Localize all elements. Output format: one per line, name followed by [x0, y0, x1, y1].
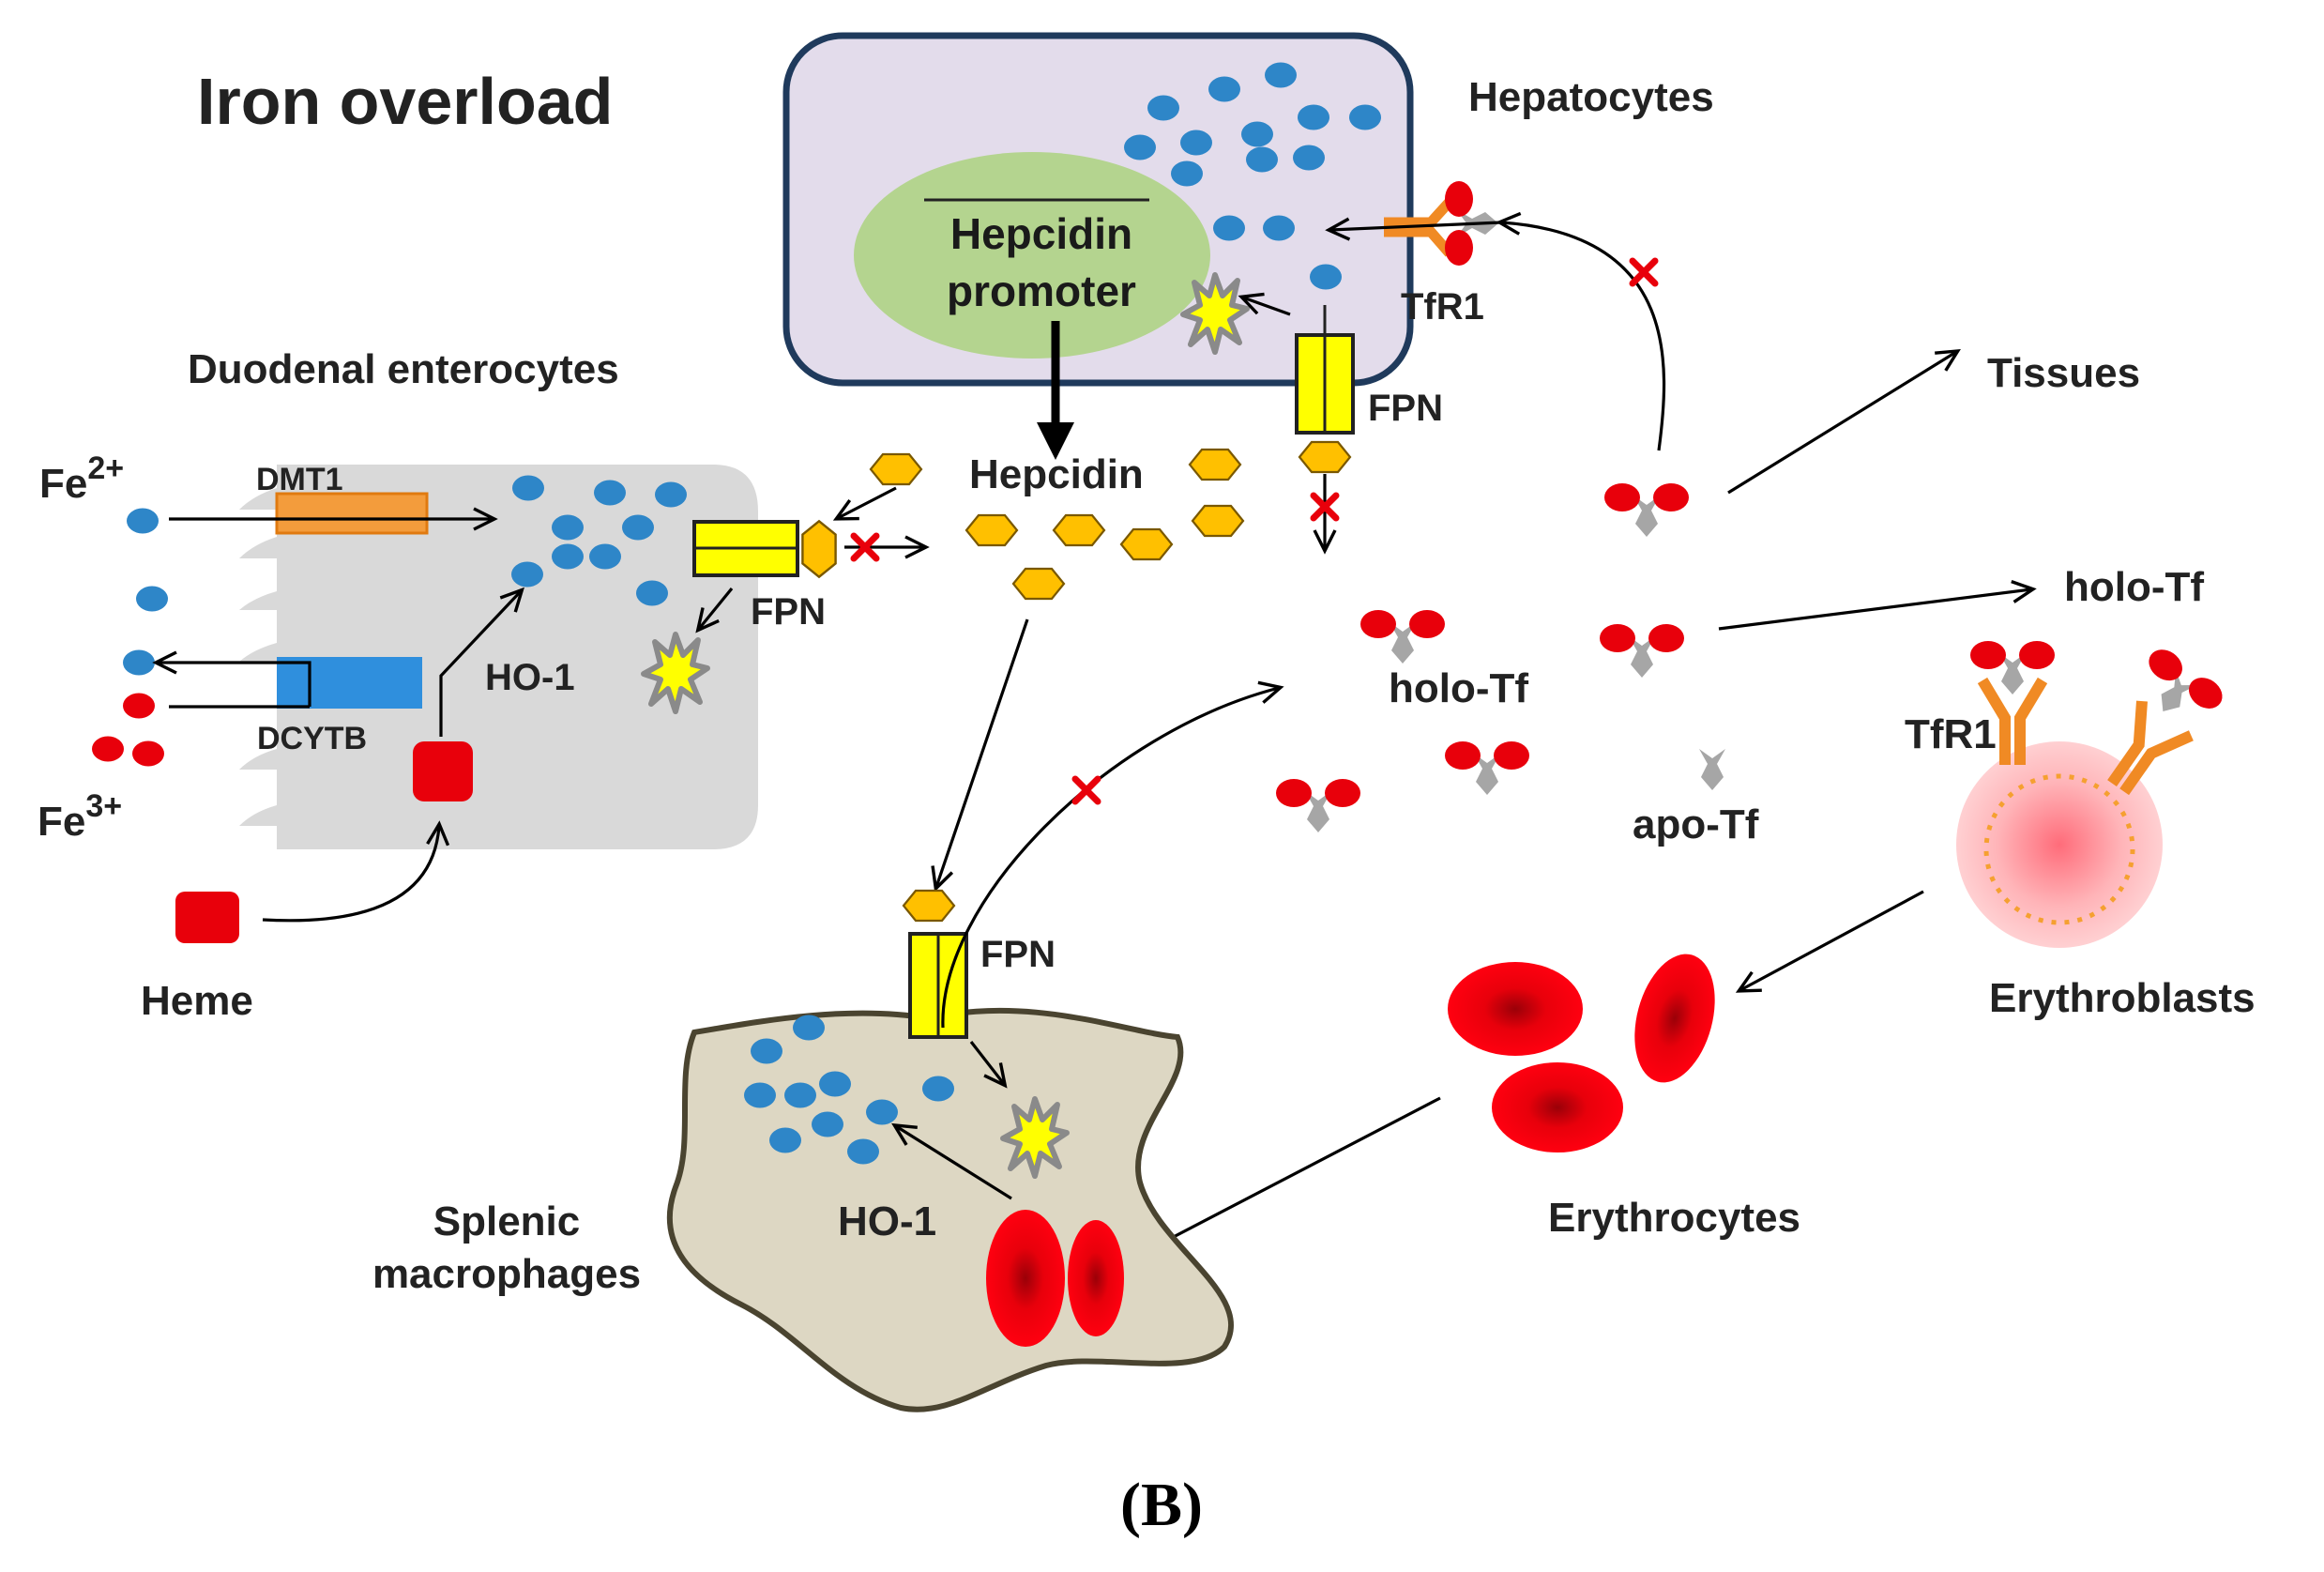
- hepcidin-to-macrophage-arrow: [931, 618, 1029, 893]
- to-holotf-arrow: [1718, 579, 2037, 631]
- hepcidin-promoter: [854, 152, 1210, 359]
- figure-title: Iron overload: [197, 65, 613, 138]
- hepcidin-label: Hepcidin: [969, 451, 1144, 497]
- erythrocyte-cell: [1634, 954, 1715, 1083]
- enterocyte: [239, 465, 758, 849]
- macrophage-cell: [666, 1007, 1234, 1412]
- hep-fpn-degrade-arrow: [1238, 292, 1291, 316]
- enterocyte-heme: [413, 741, 473, 801]
- tfr1-hepatocyte-label: TfR1: [1401, 286, 1484, 328]
- promoter-label-line2: promoter: [947, 267, 1136, 315]
- heme-label: Heme: [141, 978, 253, 1024]
- holo-tf-molecule: [1360, 610, 1445, 664]
- dcytb-reductase: [277, 657, 422, 709]
- dmt1-label: DMT1: [256, 462, 343, 497]
- panel-label: (B): [1120, 1471, 1203, 1539]
- apo-tf-molecule: [1699, 749, 1725, 790]
- holo-tf-molecule: [1276, 779, 1360, 832]
- fe3-ion: [132, 740, 164, 767]
- macrophage-degraded-fpn: [1003, 1099, 1067, 1176]
- holo-tf-center-label: holo-Tf: [1389, 665, 1528, 711]
- holo-tf-molecule: [1600, 624, 1684, 678]
- fpn-macrophage-label: FPN: [980, 934, 1056, 975]
- erythrocyte-cell: [1448, 962, 1583, 1056]
- fe3-ion: [92, 736, 124, 762]
- enterocyte-fpn: [692, 520, 930, 578]
- fpn-enterocyte-label: FPN: [751, 591, 826, 633]
- fe3-label: Fe3+: [38, 788, 122, 845]
- hepatocyte-fpn: [1295, 305, 1355, 555]
- fe2-ion: [136, 586, 168, 612]
- ho1-macrophage-label: HO-1: [838, 1198, 936, 1244]
- block-macrophage-export: [1075, 779, 1098, 801]
- tfr1-to-hepatocyte-iron-arrow: [1325, 217, 1502, 241]
- apo-tf-label: apo-Tf: [1633, 801, 1759, 847]
- tfr1-erythroblast-label: TfR1: [1905, 711, 1997, 757]
- holotf-to-hepatocyte-arrow: [1496, 211, 1666, 451]
- engulfed-erythrocyte: [1068, 1220, 1124, 1336]
- to-tissues-arrow: [1727, 348, 1961, 495]
- macrophage: [666, 1007, 1234, 1412]
- erythroblast-nucleus: [1983, 773, 2135, 925]
- dmt1-transporter: [275, 492, 429, 535]
- fe3-ion: [123, 693, 155, 719]
- enterocytes-label: Duodenal enterocytes: [188, 346, 619, 392]
- erythroblasts-label: Erythroblasts: [1989, 975, 2256, 1021]
- splenic-label-line1: Splenic: [433, 1198, 581, 1244]
- ho1-macrophage-arrow: [891, 1122, 1012, 1200]
- erythroblast: [1956, 641, 2228, 948]
- fe2-ion: [123, 649, 155, 676]
- enterocyte-cell: [239, 465, 758, 849]
- erythrocyte-cell: [1492, 1062, 1623, 1152]
- promoter-label-line1: Hepcidin: [950, 209, 1132, 258]
- erythrocyte-to-macrophage-arrow: [1137, 1096, 1441, 1256]
- fe2-label: Fe2+: [39, 450, 124, 507]
- ho1-enterocyte-label: HO-1: [485, 657, 575, 698]
- holo-tf-right-label: holo-Tf: [2064, 564, 2204, 610]
- tissues-label: Tissues: [1987, 350, 2140, 396]
- heme-uptake-arrow: [262, 820, 450, 923]
- heme-molecule: [175, 892, 239, 943]
- enterocyte-degraded-fpn: [644, 634, 707, 711]
- macrophage-export-arrow: [941, 680, 1284, 1029]
- macrophage-fpn: [902, 889, 968, 1039]
- hepatocytes-label: Hepatocytes: [1468, 74, 1714, 120]
- splenic-label-line2: macrophages: [372, 1251, 641, 1297]
- block-tf-uptake: [1633, 261, 1655, 283]
- fpn-hepatocyte-label: FPN: [1368, 388, 1443, 429]
- ent-fpn-degrade-arrow: [695, 587, 734, 633]
- hepatocyte-degraded-fpn: [1183, 275, 1247, 352]
- erythroblast-cell: [1956, 741, 2163, 948]
- dcytb-reduction-path: [169, 661, 311, 709]
- hepcidin-to-fpn-arrow: [832, 486, 897, 521]
- erythroblast-to-erythrocyte-arrow: [1735, 890, 1924, 993]
- engulfed-erythrocyte: [986, 1210, 1065, 1347]
- fe2-ion: [127, 508, 159, 534]
- erythrocytes-label: Erythrocytes: [1548, 1195, 1800, 1241]
- holo-tf-molecule: [1604, 483, 1689, 537]
- erythrocytes: [1448, 954, 1715, 1152]
- dcytb-label: DCYTB: [257, 721, 367, 756]
- hepatocyte: Hepcidin promoter: [782, 32, 1414, 460]
- holo-tf-molecule: [1445, 741, 1529, 795]
- ho1-enterocyte-arrow: [439, 587, 524, 737]
- mac-fpn-degrade-arrow: [969, 1041, 1008, 1089]
- hepatocyte-tfr1: [1384, 181, 1498, 266]
